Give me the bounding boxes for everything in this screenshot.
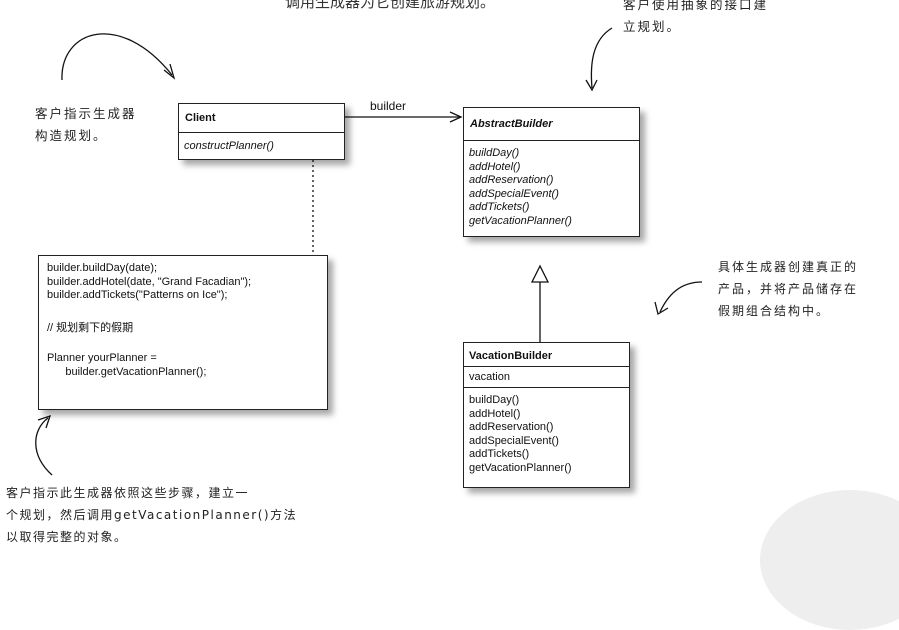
annotation-left: 客户指示生成器 构造规划。 [35, 103, 137, 147]
annotation-bottom: 客户指示此生成器依照这些步骤，建立一 个规划，然后调用getVacationPl… [6, 482, 297, 548]
code-line: builder.addHotel(date, "Grand Facadian")… [47, 275, 252, 288]
curved-arrow-right [659, 281, 703, 313]
code-line: builder.buildDay(date); [47, 262, 158, 274]
inheritance-triangle [530, 264, 550, 283]
code-line [47, 335, 319, 348]
method: addHotel() [469, 160, 521, 173]
top-caption: 调用生成器为它创建旅游规划。 [285, 0, 496, 11]
code-line: builder.getVacationPlanner(); [47, 365, 207, 378]
method: buildDay() [469, 394, 520, 406]
method: buildDay() [469, 147, 520, 159]
code-line [47, 303, 319, 316]
annotation-top-right: 客户使用抽象的接口建 立规划。 [623, 0, 768, 38]
method: addReservation() [469, 421, 554, 433]
method-list: buildDay() addHotel() addReservation() a… [464, 388, 629, 487]
annotation-line: 假期组合结构中。 [718, 304, 831, 318]
method-list: buildDay() addHotel() addReservation() a… [464, 141, 639, 236]
method: addReservation() [469, 174, 554, 186]
class-name: Client [179, 104, 344, 133]
annotation-line: 客户指示此生成器依照这些步骤，建立一 [6, 486, 250, 500]
connectors [35, 27, 703, 476]
annotation-line: 产品，并将产品储存在 [718, 282, 859, 296]
curved-arrow-top-right [590, 27, 613, 89]
attribute: vacation [464, 367, 629, 388]
annotation-line: 构造规划。 [35, 128, 108, 143]
method: getVacationPlanner() [469, 461, 572, 474]
association-label: builder [370, 99, 407, 113]
method: addSpecialEvent() [469, 187, 559, 200]
annotation-line: 个规划，然后调用getVacationPlanner()方法 [6, 508, 298, 522]
method: constructPlanner() [184, 140, 274, 152]
method: addTickets() [469, 201, 530, 213]
class-name: AbstractBuilder [464, 108, 639, 141]
abstract-builder-class: AbstractBuilder buildDay() addHotel() ad… [463, 107, 640, 237]
client-class: Client constructPlanner() [178, 103, 345, 160]
class-name: VacationBuilder [464, 343, 629, 367]
annotation-line: 立规划。 [623, 19, 682, 34]
method: getVacationPlanner() [469, 214, 572, 227]
annotation-line: 客户使用抽象的接口建 [623, 0, 769, 12]
vacation-builder-class: VacationBuilder vacation buildDay() addH… [463, 342, 630, 488]
code-note: builder.buildDay(date); builder.addHotel… [38, 255, 328, 410]
code-line: // 规划剩下的假期 [47, 321, 134, 334]
annotation-line: 以取得完整的对象。 [6, 530, 128, 544]
annotation-line: 具体生成器创建真正的 [718, 260, 859, 274]
curved-arrow-left [61, 33, 173, 81]
annotation-right: 具体生成器创建真正的 产品，并将产品储存在 假期组合结构中。 [718, 256, 858, 322]
annotation-line: 客户指示生成器 [35, 106, 137, 121]
method: addTickets() [469, 448, 530, 460]
code-line: builder.addTickets("Patterns on Ice"); [47, 289, 228, 301]
curved-arrow-bottom [35, 417, 53, 476]
code-line: Planner yourPlanner = [47, 352, 157, 364]
method: addHotel() [469, 407, 521, 420]
method: addSpecialEvent() [469, 434, 559, 447]
